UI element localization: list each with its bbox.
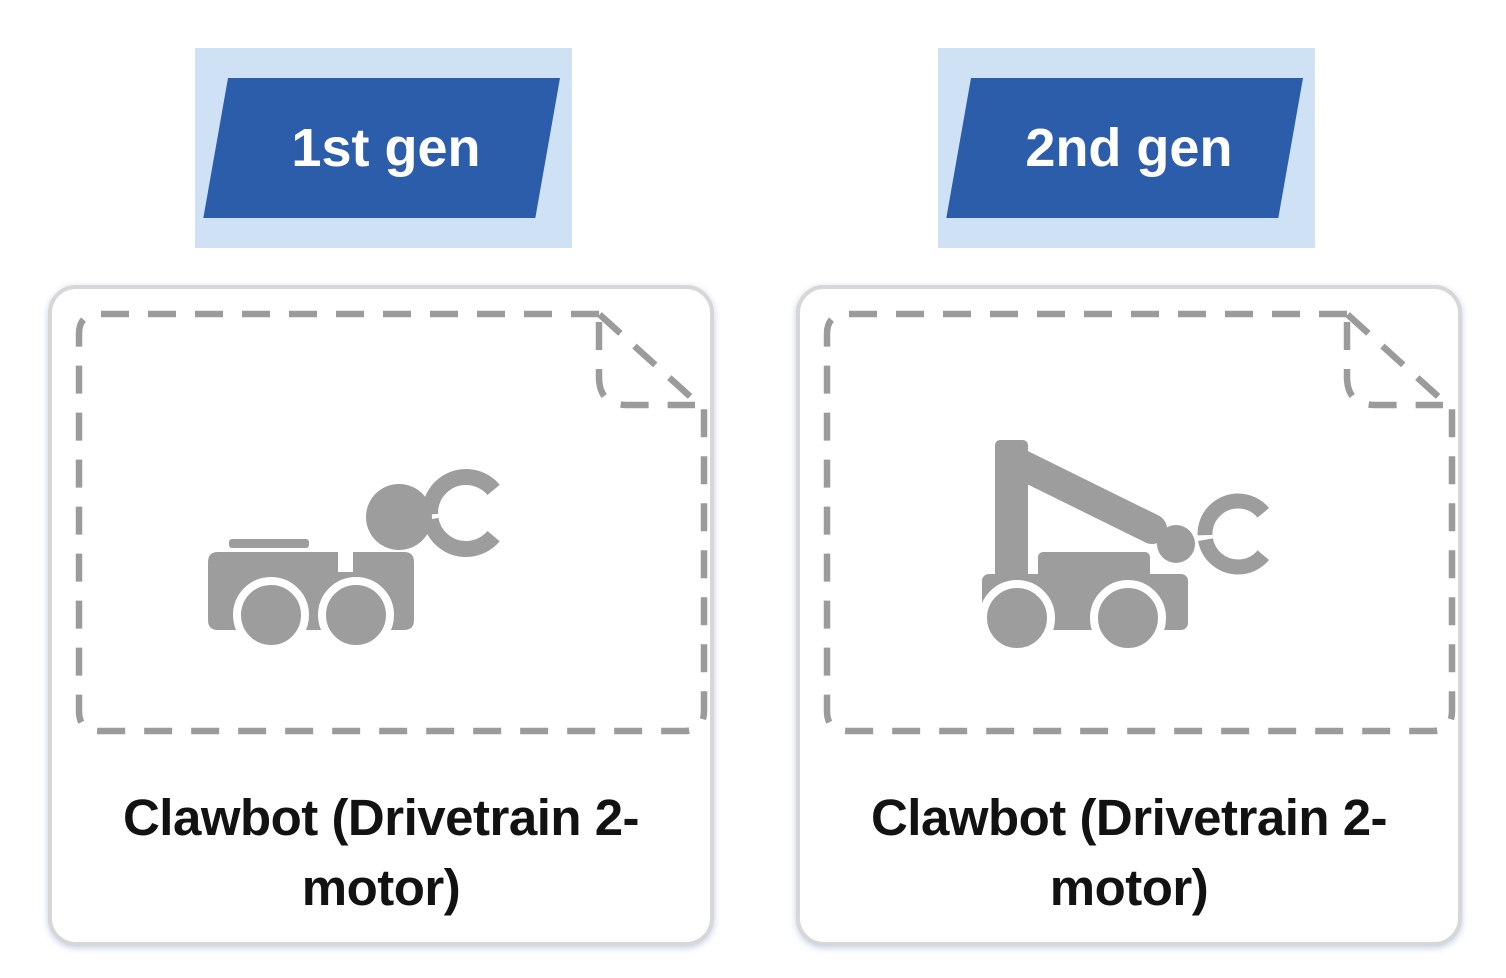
robot-wheel-right — [1090, 580, 1166, 656]
template-card-clawbot-1st-gen[interactable]: Clawbot (Drivetrain 2- motor) — [48, 285, 714, 946]
robot-wheel-left — [233, 577, 309, 653]
card-title-line1: Clawbot (Drivetrain 2- — [870, 789, 1388, 846]
badge-1st-gen: 1st gen — [195, 48, 572, 248]
clawbot-drivetrain-robot-icon — [208, 469, 510, 653]
template-card-clawbot-2nd-gen[interactable]: Clawbot (Drivetrain 2- motor) — [796, 285, 1462, 946]
robot-bumper-bar — [229, 539, 309, 548]
card-title-line2: motor) — [1049, 859, 1209, 916]
robot-arm-joint — [1157, 525, 1195, 563]
card-title-line1: Clawbot (Drivetrain 2- — [122, 789, 640, 846]
robot-head — [366, 484, 432, 550]
robot-wheel-right — [318, 577, 394, 653]
card-title-line2: motor) — [301, 859, 461, 916]
robot-wheel-left — [980, 580, 1055, 656]
card-title: Clawbot (Drivetrain 2- motor) — [800, 783, 1458, 923]
badge-1st-gen-parallelogram: 1st gen — [203, 78, 561, 218]
badge-2nd-gen: 2nd gen — [938, 48, 1315, 248]
badge-2nd-gen-parallelogram: 2nd gen — [946, 78, 1303, 218]
dashed-template-page-icon — [75, 310, 708, 735]
badge-2nd-gen-label: 2nd gen — [1025, 118, 1233, 178]
robot-claw-icon — [422, 469, 510, 557]
dashed-template-page-icon — [823, 310, 1456, 735]
robot-arm-boom — [995, 444, 1167, 544]
clawbot-arm-robot-icon — [980, 440, 1279, 656]
badge-1st-gen-label: 1st gen — [291, 118, 481, 178]
robot-claw-icon — [1197, 493, 1279, 575]
card-title: Clawbot (Drivetrain 2- motor) — [52, 783, 710, 923]
